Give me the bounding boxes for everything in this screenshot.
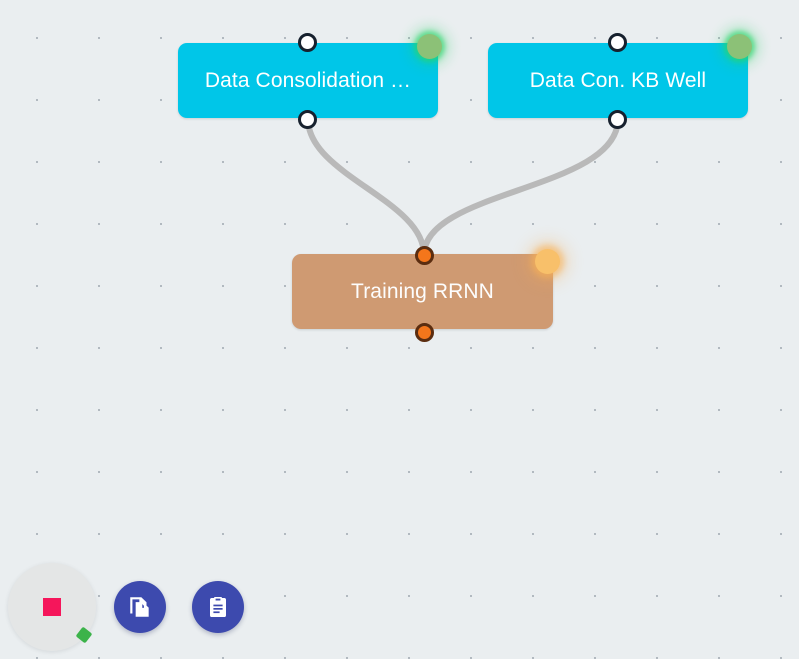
node-label: Training RRNN [351, 279, 494, 303]
node-data-con-kb-well-input-port[interactable] [608, 33, 627, 52]
edge-consolidation-to-training[interactable] [305, 116, 427, 258]
node-data-con-kb-well-status-badge[interactable] [727, 34, 752, 59]
stop-run-dial-button[interactable] [8, 563, 96, 651]
node-label: Data Con. KB Well [529, 68, 707, 92]
node-data-consolidation-input-port[interactable] [298, 33, 317, 52]
node-data-con-kb-well[interactable]: Data Con. KB Well [488, 43, 748, 118]
edge-kbwell-to-training[interactable] [421, 116, 621, 258]
node-label: Data Consolidation … [204, 68, 412, 92]
node-data-consolidation[interactable]: Data Consolidation … [178, 43, 438, 118]
clipboard-list-icon [206, 595, 230, 619]
green-status-marker-icon [75, 626, 93, 644]
node-training-rrnn-status-badge[interactable] [535, 249, 560, 274]
node-training-rrnn-input-port[interactable] [415, 246, 434, 265]
stop-square-icon [43, 598, 61, 616]
copy-button[interactable] [114, 581, 166, 633]
node-data-consolidation-status-badge[interactable] [417, 34, 442, 59]
node-data-consolidation-output-port[interactable] [298, 110, 317, 129]
node-training-rrnn-output-port[interactable] [415, 323, 434, 342]
paste-button[interactable] [192, 581, 244, 633]
copy-files-icon [127, 594, 153, 620]
node-data-con-kb-well-output-port[interactable] [608, 110, 627, 129]
node-training-rrnn[interactable]: Training RRNN [292, 254, 553, 329]
